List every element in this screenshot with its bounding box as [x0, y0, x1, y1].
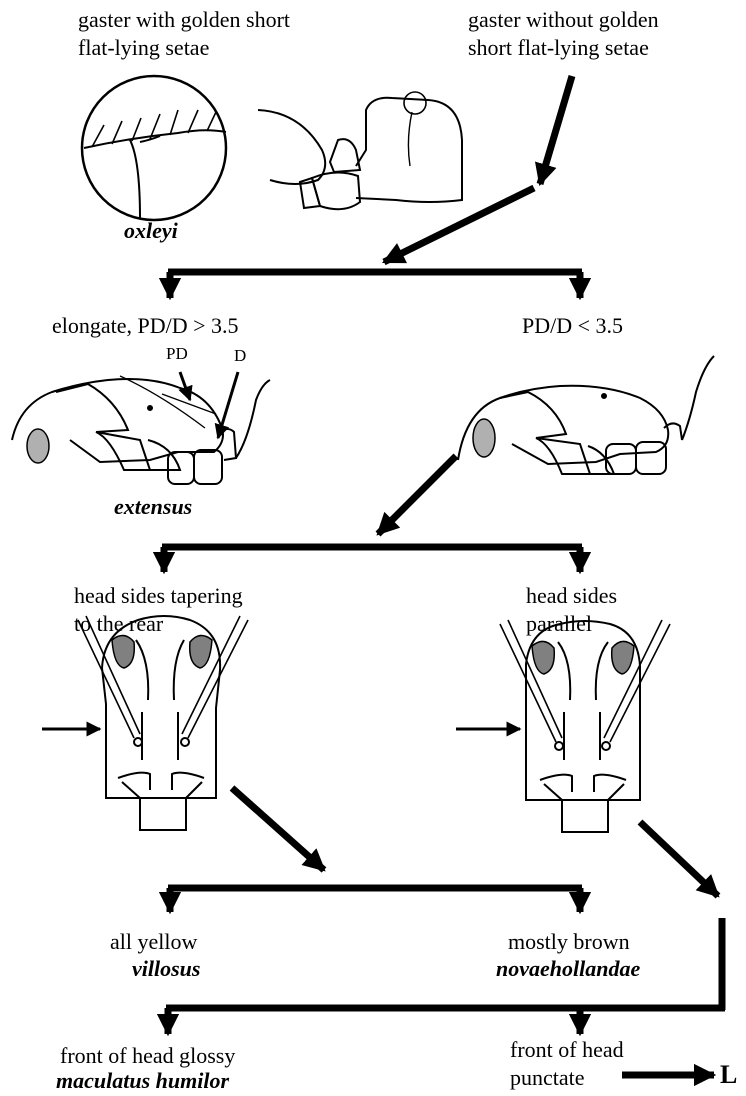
pd-label: PD — [166, 344, 188, 364]
setae-magnifier-illustration — [82, 76, 226, 220]
c4-right-text: mostly brown — [508, 928, 630, 956]
c2-left-species: extensus — [114, 494, 192, 520]
split-bar-4 — [166, 918, 725, 1034]
ant-short-profile-illustration — [458, 356, 714, 474]
split-bar-1 — [168, 272, 582, 298]
c1-left-species: oxleyi — [124, 218, 178, 244]
arrow-c1-right-down — [540, 76, 572, 184]
split-bar-3 — [168, 888, 582, 912]
arrow-c3-left-to-split — [232, 788, 324, 870]
ant-gaster-profile-illustration — [258, 92, 462, 209]
d-label: D — [234, 346, 246, 366]
c2-left-text: elongate, PD/D > 3.5 — [52, 312, 239, 340]
head-tapering-illustration — [78, 616, 248, 830]
arrow-c1-to-split — [384, 188, 534, 262]
c2-right-text: PD/D < 3.5 — [522, 312, 623, 340]
c4-right-species: novaehollandae — [496, 956, 640, 982]
arrow-c3-right-down — [640, 822, 718, 896]
c3-left-text: head sides tapering to the rear — [74, 582, 243, 638]
split-bar-2 — [162, 547, 582, 572]
pd-pointer-arrow — [180, 372, 190, 400]
arrow-c2-right-to-split — [378, 456, 456, 534]
c1-left-text: gaster with golden short flat-lying seta… — [78, 6, 290, 62]
c4-left-species: villosus — [132, 956, 200, 982]
c3-right-text: head sides parallel — [526, 582, 617, 638]
c1-right-text: gaster without golden short flat-lying s… — [468, 6, 659, 62]
c4-left-text: all yellow — [110, 928, 197, 956]
goto-label: L — [720, 1060, 737, 1090]
head-parallel-illustration — [500, 620, 670, 832]
c5-left-species: maculatus humilor — [56, 1068, 229, 1094]
c5-right-text: front of head punctate — [510, 1036, 624, 1092]
c5-left-text: front of head glossy — [60, 1042, 235, 1070]
